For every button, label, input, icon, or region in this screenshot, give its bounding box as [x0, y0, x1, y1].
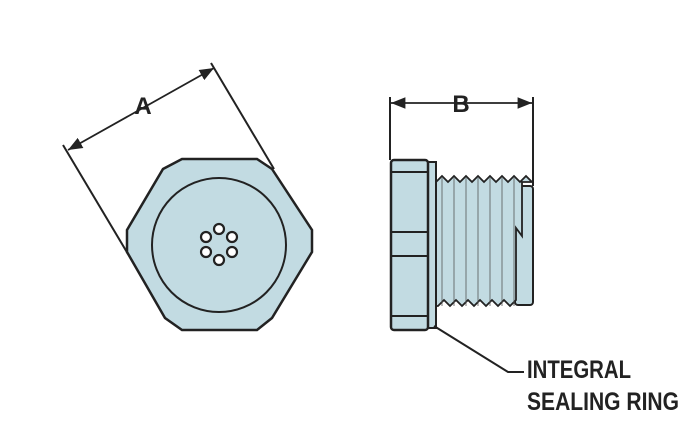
- vent-holes: [199, 222, 239, 267]
- a-extension-left: [62, 144, 129, 255]
- callout-leader: [433, 325, 524, 373]
- thread-lines: [441, 178, 515, 306]
- dimension-a-label: A: [134, 93, 151, 120]
- a-extension-right: [210, 62, 275, 170]
- a-dimension-line: [67, 67, 215, 151]
- callout-line2: SEALING RING: [527, 388, 679, 416]
- dimension-b-label: B: [452, 91, 469, 118]
- threads: [435, 174, 535, 308]
- face-circle: [151, 177, 287, 313]
- hex-side: [389, 158, 430, 332]
- callout-line1: INTEGRAL: [527, 356, 631, 384]
